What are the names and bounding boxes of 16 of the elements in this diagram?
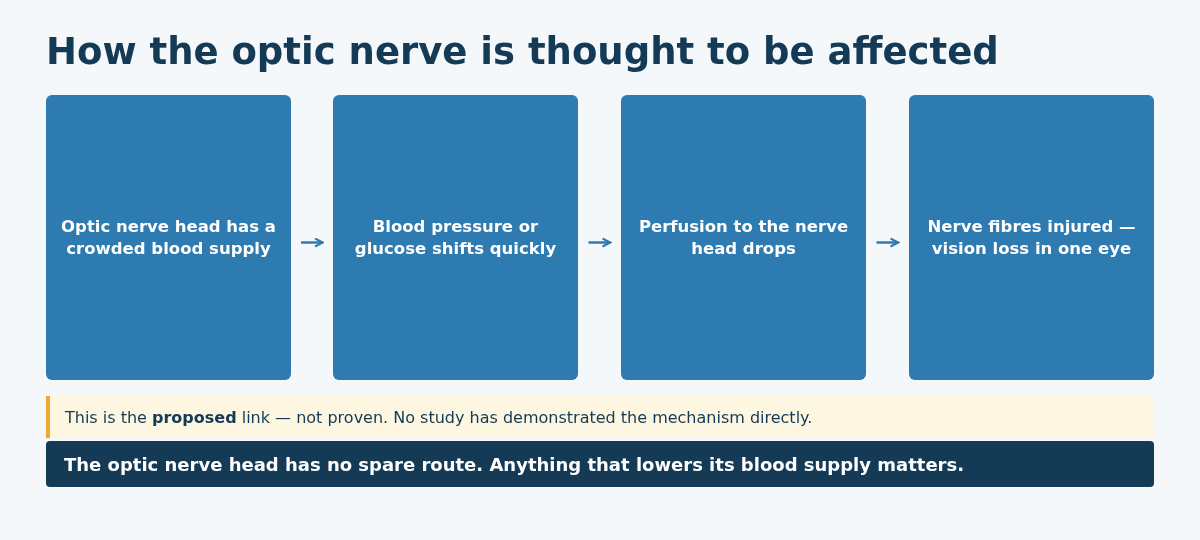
step-text: Perfusion to the nerve head drops xyxy=(637,216,850,259)
summary-banner xyxy=(46,441,1154,487)
note-text: This is the proposed link — not proven. No study has demonstrated the mechanism directly. xyxy=(65,407,813,427)
step-text: Blood pressure or glucose shifts quickly xyxy=(353,216,558,259)
process-box xyxy=(46,95,291,380)
step-text: Nerve fibres injured — vision loss in one eye xyxy=(926,216,1137,259)
process-box xyxy=(909,95,1154,380)
arrow xyxy=(588,237,612,248)
arrow xyxy=(876,237,900,248)
summary-text: The optic nerve head has no spare route. Anything that lowers its blood supply matters. xyxy=(64,453,965,475)
step-text: Optic nerve head has a crowded blood supply xyxy=(60,216,277,259)
process-box xyxy=(621,95,866,380)
title: How the optic nerve is thought to be affected xyxy=(46,30,999,73)
process-box xyxy=(333,95,578,380)
note-banner xyxy=(46,396,1154,438)
arrow xyxy=(301,237,324,248)
